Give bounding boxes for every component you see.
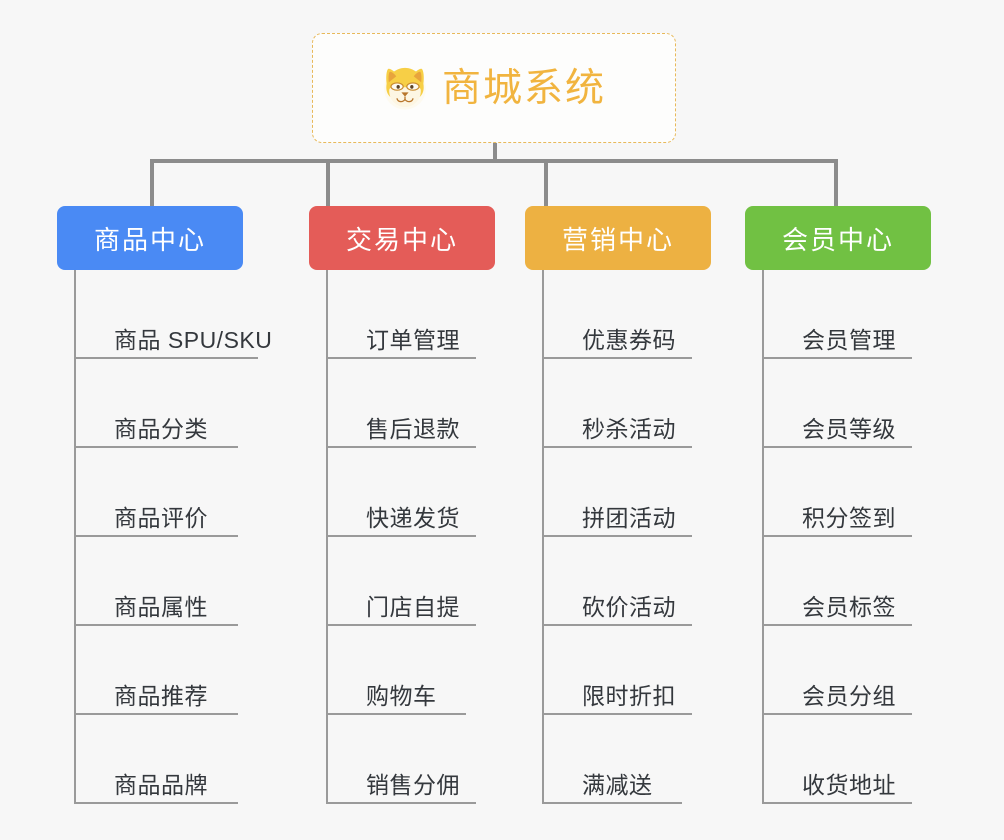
leaf-label: 会员等级 (802, 415, 896, 442)
leaf-item[interactable]: 商品 SPU/SKU (76, 270, 272, 359)
branch-header-label: 营销中心 (561, 224, 674, 255)
leaf-label: 拼团活动 (582, 504, 676, 531)
branch-leaf-list-1: 订单管理 售后退款 快递发货 门店自提 购物车 销售分佣 (326, 270, 549, 804)
leaf-label: 会员标签 (802, 593, 896, 620)
leaf-item[interactable]: 会员标签 (764, 537, 912, 626)
branch-header-3[interactable]: 会员中心 (745, 206, 931, 270)
leaf-item[interactable]: 会员管理 (764, 270, 912, 359)
leaf-label: 快递发货 (366, 504, 460, 531)
leaf-label: 订单管理 (366, 326, 460, 353)
leaf-item[interactable]: 优惠券码 (544, 270, 692, 359)
connector-crossbar (150, 159, 838, 163)
leaf-label: 收货地址 (802, 771, 896, 798)
leaf-label: 积分签到 (802, 504, 896, 531)
leaf-item[interactable]: 销售分佣 (328, 715, 476, 804)
branch-leaf-list-3: 会员管理 会员等级 积分签到 会员标签 会员分组 收货地址 (762, 270, 985, 804)
branch-header-2[interactable]: 营销中心 (525, 206, 711, 270)
leaf-label: 销售分佣 (366, 771, 460, 798)
leaf-item[interactable]: 商品分类 (76, 359, 238, 448)
leaf-label: 商品评价 (114, 504, 208, 531)
dog-face-icon (384, 67, 426, 110)
leaf-item[interactable]: 商品属性 (76, 537, 238, 626)
leaf-label: 优惠券码 (582, 326, 676, 353)
connector-drop-2 (544, 159, 548, 207)
branch-header-1[interactable]: 交易中心 (309, 206, 495, 270)
leaf-label: 购物车 (366, 682, 437, 709)
leaf-item[interactable]: 购物车 (328, 626, 466, 715)
branch-header-label: 交易中心 (345, 224, 458, 255)
leaf-item[interactable]: 会员分组 (764, 626, 912, 715)
leaf-item[interactable]: 快递发货 (328, 448, 476, 537)
connector-trunk (493, 143, 497, 163)
leaf-label: 商品 SPU/SKU (114, 326, 273, 353)
branch-header-0[interactable]: 商品中心 (57, 206, 243, 270)
leaf-label: 砍价活动 (582, 593, 676, 620)
branch-column-3: 会员中心 会员管理 会员等级 积分签到 会员标签 会员分组 收货地址 (745, 206, 985, 804)
branch-column-1: 交易中心 订单管理 售后退款 快递发货 门店自提 购物车 销售分佣 (309, 206, 549, 804)
leaf-item[interactable]: 会员等级 (764, 359, 912, 448)
connector-drop-1 (326, 159, 330, 207)
leaf-item[interactable]: 秒杀活动 (544, 359, 692, 448)
branch-header-label: 会员中心 (781, 224, 894, 255)
leaf-label: 门店自提 (366, 593, 460, 620)
leaf-label: 商品分类 (114, 415, 208, 442)
connector-drop-0 (150, 159, 154, 207)
root-label: 商城系统 (441, 66, 606, 110)
leaf-item[interactable]: 商品评价 (76, 448, 238, 537)
leaf-label: 会员分组 (802, 682, 896, 709)
leaf-item[interactable]: 拼团活动 (544, 448, 692, 537)
leaf-label: 秒杀活动 (582, 415, 676, 442)
leaf-item[interactable]: 积分签到 (764, 448, 912, 537)
leaf-item[interactable]: 订单管理 (328, 270, 476, 359)
branch-column-2: 营销中心 优惠券码 秒杀活动 拼团活动 砍价活动 限时折扣 满减送 (525, 206, 765, 804)
leaf-item[interactable]: 收货地址 (764, 715, 912, 804)
leaf-item[interactable]: 砍价活动 (544, 537, 692, 626)
leaf-item[interactable]: 门店自提 (328, 537, 476, 626)
connector-drop-3 (834, 159, 838, 207)
leaf-item[interactable]: 商品推荐 (76, 626, 238, 715)
leaf-label: 限时折扣 (582, 682, 676, 709)
leaf-item[interactable]: 限时折扣 (544, 626, 692, 715)
leaf-item[interactable]: 商品品牌 (76, 715, 238, 804)
leaf-label: 售后退款 (366, 415, 460, 442)
branch-leaf-list-2: 优惠券码 秒杀活动 拼团活动 砍价活动 限时折扣 满减送 (542, 270, 765, 804)
leaf-item[interactable]: 满减送 (544, 715, 682, 804)
leaf-label: 满减送 (582, 771, 653, 798)
leaf-label: 商品品牌 (114, 771, 208, 798)
leaf-item[interactable]: 售后退款 (328, 359, 476, 448)
branch-column-0: 商品中心 商品 SPU/SKU 商品分类 商品评价 商品属性 商品推荐 商品品牌 (57, 206, 297, 804)
branch-header-label: 商品中心 (93, 224, 206, 255)
leaf-label: 商品推荐 (114, 682, 208, 709)
root-node[interactable]: 商城系统 (312, 33, 676, 143)
leaf-label: 商品属性 (114, 593, 208, 620)
branch-leaf-list-0: 商品 SPU/SKU 商品分类 商品评价 商品属性 商品推荐 商品品牌 (74, 270, 297, 804)
leaf-label: 会员管理 (802, 326, 896, 353)
